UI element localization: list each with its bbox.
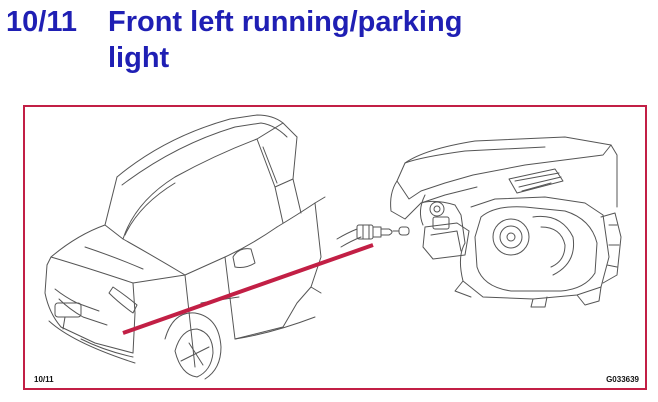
- figure-code: G033639: [606, 375, 639, 384]
- section-number: 10/11: [6, 6, 77, 38]
- illustration: [44, 114, 622, 380]
- figure-reference: 10/11: [34, 375, 54, 384]
- illustration-frame: 10/11 G033639: [23, 105, 647, 390]
- page-heading: 10/11 Front left running/parking light: [0, 0, 658, 90]
- car-drawing-icon: [44, 114, 326, 380]
- bulb-holder-icon: [336, 224, 410, 248]
- callout-line-icon: [122, 243, 374, 335]
- section-title: Front left running/parking light: [108, 6, 463, 74]
- headlamp-assembly-icon: [390, 136, 622, 308]
